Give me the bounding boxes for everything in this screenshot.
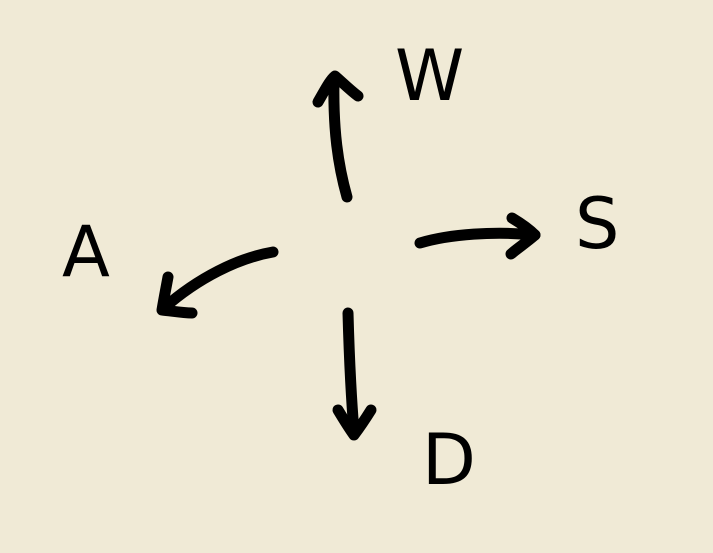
arrow-down-left-head bbox=[156, 271, 198, 319]
arrow-down bbox=[332, 307, 377, 441]
arrow-up bbox=[312, 70, 364, 203]
key-label-s: S bbox=[575, 183, 619, 265]
arrow-down-head bbox=[332, 404, 377, 441]
arrow-up-head bbox=[312, 70, 364, 108]
key-label-d: D bbox=[422, 419, 476, 501]
arrow-down-left-shaft bbox=[158, 246, 279, 314]
arrow-down-shaft bbox=[342, 307, 360, 438]
key-label-a: A bbox=[62, 211, 110, 293]
arrow-up-shaft bbox=[328, 74, 353, 203]
arrow-right bbox=[414, 212, 541, 260]
arrow-right-head bbox=[505, 212, 541, 260]
key-label-w: W bbox=[395, 35, 464, 117]
arrow-down-left bbox=[156, 246, 279, 319]
arrow-right-shaft bbox=[414, 227, 541, 249]
